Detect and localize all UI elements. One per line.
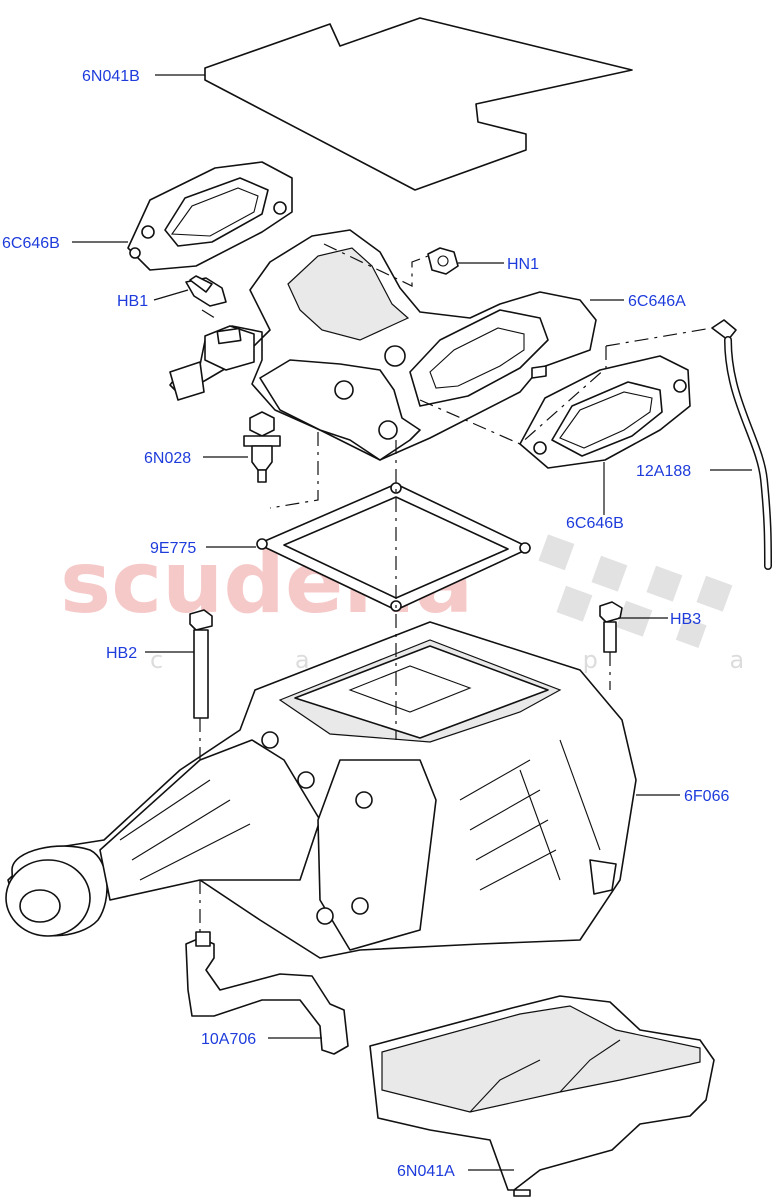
watermark-checker-icon xyxy=(538,534,733,648)
part-10A706-bracket[interactable] xyxy=(185,931,349,1055)
leader-lines xyxy=(72,74,752,1171)
part-6N028-bolt[interactable] xyxy=(243,411,281,483)
part-HB2-bolt[interactable] xyxy=(189,609,213,719)
label-6C646B-top[interactable]: 6C646B xyxy=(2,235,60,252)
part-HB3-bolt[interactable] xyxy=(599,601,623,653)
part-HB1-bolt[interactable] xyxy=(185,275,227,307)
label-6N028[interactable]: 6N028 xyxy=(144,450,191,467)
part-6C646A-intake-manifold[interactable] xyxy=(169,229,597,461)
label-6F066[interactable]: 6F066 xyxy=(684,788,729,805)
part-HN1-nut[interactable] xyxy=(427,247,459,275)
label-12A188[interactable]: 12A188 xyxy=(636,463,691,480)
label-9E775[interactable]: 9E775 xyxy=(150,540,196,557)
label-HB3[interactable]: HB3 xyxy=(670,611,701,628)
label-6N041B[interactable]: 6N041B xyxy=(82,68,140,85)
part-12A188-hose[interactable] xyxy=(711,319,772,570)
label-6N041A[interactable]: 6N041A xyxy=(397,1163,455,1180)
label-HB1[interactable]: HB1 xyxy=(117,293,148,310)
label-6C646B-bottom[interactable]: 6C646B xyxy=(566,515,624,532)
part-6C646B-lower-gasket[interactable] xyxy=(519,355,691,469)
assembly-centerlines xyxy=(199,243,713,932)
label-HB2[interactable]: HB2 xyxy=(106,645,137,662)
label-10A706[interactable]: 10A706 xyxy=(201,1031,256,1048)
part-6C646B-top-gasket[interactable] xyxy=(127,161,293,271)
part-6N041B-cover-pad[interactable] xyxy=(204,17,633,191)
label-HN1[interactable]: HN1 xyxy=(507,256,539,273)
part-6N041A-cover[interactable] xyxy=(369,995,715,1197)
label-6C646A[interactable]: 6C646A xyxy=(628,293,686,310)
part-6F066-supercharger[interactable] xyxy=(5,621,637,959)
callout-labels: 6N041B 6C646B HN1 HB1 6C646A 12A188 6N02… xyxy=(2,68,729,1180)
